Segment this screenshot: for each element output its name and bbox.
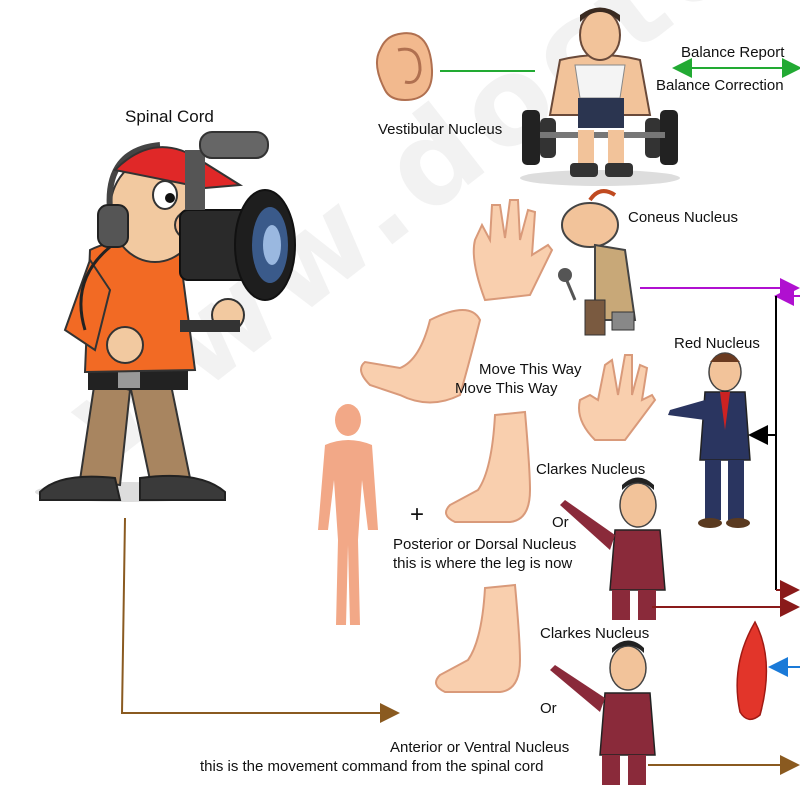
spinal-cord-label: Spinal Cord <box>125 107 214 126</box>
hand-icon <box>578 354 657 441</box>
spinal-cord-arrow <box>120 517 400 723</box>
cameraman-icon <box>35 131 296 502</box>
businessman-icon <box>668 352 751 528</box>
foot-icon <box>360 309 482 404</box>
plus-sign: + <box>410 501 425 528</box>
presenter-icon <box>550 640 656 785</box>
balance-correction-label: Balance Correction <box>656 77 784 94</box>
coneus-nucleus-label: Coneus Nucleus <box>628 209 739 226</box>
move-this-way-label: Move This Way <box>455 380 558 397</box>
reporter-icon <box>558 189 637 336</box>
balance-report-label: Balance Report <box>681 44 785 61</box>
or-label: Or <box>540 700 557 717</box>
hand-icon <box>472 199 554 302</box>
foot-icon <box>435 583 522 693</box>
presenter-icon <box>560 477 666 620</box>
red-nucleus-label: Red Nucleus <box>674 335 760 352</box>
clarkes-nucleus-label: Clarkes Nucleus <box>540 625 650 642</box>
vestibular-nucleus-label: Vestibular Nucleus <box>378 121 503 138</box>
muscle-icon <box>736 620 768 721</box>
human-body-icon <box>318 404 378 625</box>
clarkes-nucleus-label: Clarkes Nucleus <box>536 461 646 478</box>
ear-icon <box>375 32 434 102</box>
posterior-nucleus-caption: this is where the leg is now <box>393 555 573 572</box>
posterior-nucleus-label: Posterior or Dorsal Nucleus <box>393 536 577 553</box>
or-label: Or <box>552 514 569 531</box>
bodybuilder-icon <box>520 7 680 186</box>
anterior-nucleus-label: Anterior or Ventral Nucleus <box>390 739 570 756</box>
foot-icon <box>445 410 532 523</box>
anterior-nucleus-caption: this is the movement command from the sp… <box>200 758 544 775</box>
move-this-way-label: Move This Way <box>479 361 582 378</box>
